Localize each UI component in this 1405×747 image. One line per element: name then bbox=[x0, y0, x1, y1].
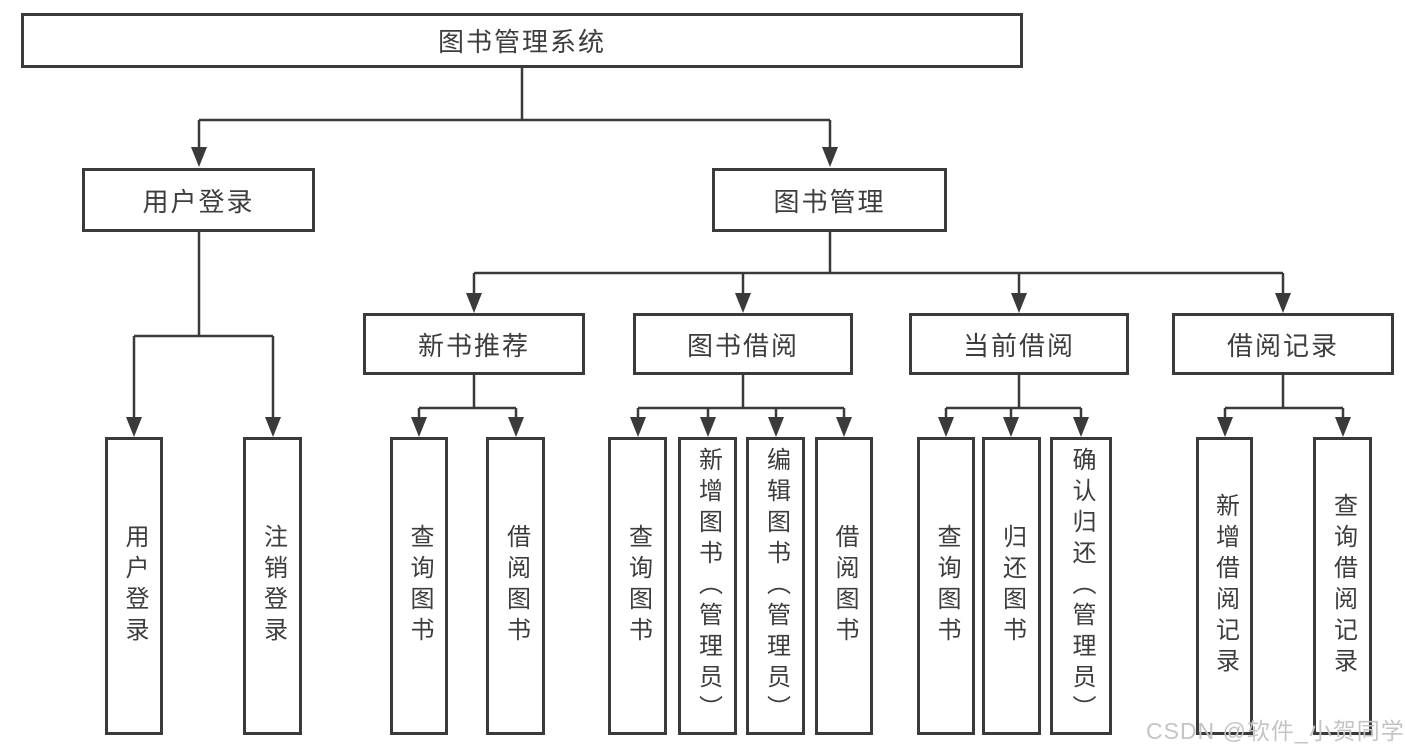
node-current-borrow: 当前借阅 bbox=[909, 313, 1129, 375]
node-book-borrow: 图书借阅 bbox=[633, 313, 853, 375]
leaf-newbooks-borrow: 借阅图书 bbox=[486, 437, 545, 735]
leaf-bookborrow-query: 查询图书 bbox=[608, 437, 667, 735]
node-borrow-records-label: 借阅记录 bbox=[1226, 330, 1339, 361]
leaf-records-add: 新增借阅记录 bbox=[1196, 437, 1253, 735]
leaf-bookborrow-edit-label: 编辑图书（管理员） bbox=[762, 446, 790, 726]
leaf-newbooks-borrow-label: 借阅图书 bbox=[502, 524, 530, 648]
node-book-management-label: 图书管理 bbox=[773, 186, 886, 217]
leaf-bookborrow-query-label: 查询图书 bbox=[624, 524, 652, 648]
node-new-books: 新书推荐 bbox=[363, 313, 585, 375]
leaf-logout-label: 注销登录 bbox=[259, 524, 287, 648]
node-current-borrow-label: 当前借阅 bbox=[962, 330, 1075, 361]
tree-edges bbox=[132, 68, 1345, 418]
leaf-currentborrow-return: 归还图书 bbox=[982, 437, 1041, 735]
arrowheads bbox=[126, 147, 1351, 437]
leaf-currentborrow-query-label: 查询图书 bbox=[933, 524, 960, 648]
leaf-newbooks-query: 查询图书 bbox=[390, 437, 448, 735]
leaf-records-query: 查询借阅记录 bbox=[1313, 437, 1372, 735]
leaf-logout: 注销登录 bbox=[243, 437, 302, 735]
node-new-books-label: 新书推荐 bbox=[417, 330, 530, 361]
node-book-management: 图书管理 bbox=[712, 168, 947, 232]
leaf-currentborrow-query: 查询图书 bbox=[917, 437, 975, 735]
leaf-records-add-label: 新增借阅记录 bbox=[1211, 493, 1239, 679]
leaf-bookborrow-add-label: 新增图书（管理员） bbox=[694, 446, 722, 726]
leaf-bookborrow-borrow-label: 借阅图书 bbox=[831, 524, 858, 648]
leaf-currentborrow-confirm: 确认归还（管理员） bbox=[1050, 437, 1112, 735]
leaf-currentborrow-confirm-label: 确认归还（管理员） bbox=[1068, 446, 1095, 726]
leaf-bookborrow-borrow: 借阅图书 bbox=[815, 437, 873, 735]
node-user-login: 用户登录 bbox=[82, 168, 315, 232]
node-user-login-label: 用户登录 bbox=[142, 186, 255, 217]
leaf-user-login: 用户登录 bbox=[105, 437, 163, 735]
node-root: 图书管理系统 bbox=[21, 13, 1023, 68]
leaf-newbooks-query-label: 查询图书 bbox=[406, 524, 433, 648]
leaf-currentborrow-return-label: 归还图书 bbox=[998, 524, 1026, 648]
leaf-bookborrow-add: 新增图书（管理员） bbox=[678, 437, 737, 735]
watermark-text: CSDN @软件_小贺同学 bbox=[1146, 718, 1405, 744]
node-book-borrow-label: 图书借阅 bbox=[686, 330, 799, 361]
leaf-bookborrow-edit: 编辑图书（管理员） bbox=[746, 437, 805, 735]
node-borrow-records: 借阅记录 bbox=[1172, 313, 1394, 375]
leaf-records-query-label: 查询借阅记录 bbox=[1329, 493, 1357, 679]
node-root-label: 图书管理系统 bbox=[437, 27, 606, 57]
leaf-user-login-label: 用户登录 bbox=[121, 524, 148, 648]
